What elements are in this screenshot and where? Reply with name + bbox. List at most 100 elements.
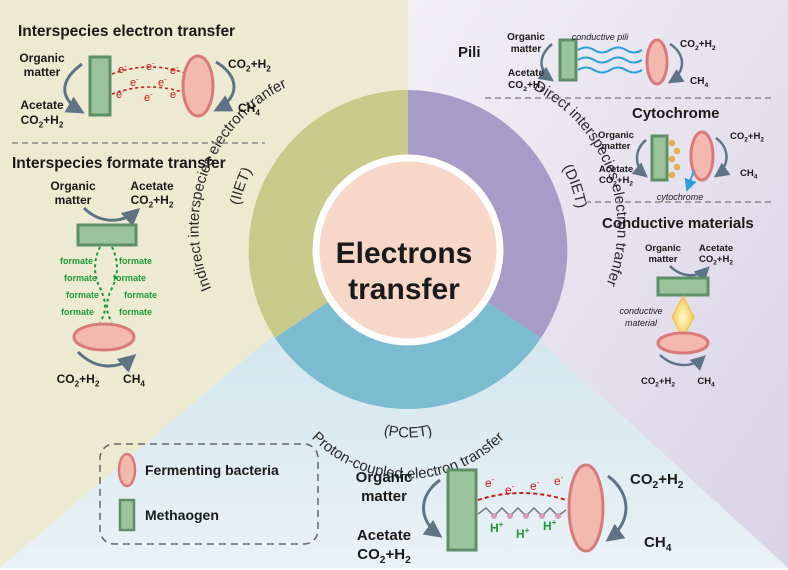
- iet-electron: e-: [116, 87, 125, 101]
- pcet-electron: e-: [554, 473, 564, 488]
- iet-co2h2-right: CO2+H2: [228, 57, 271, 73]
- legend-box: [99, 443, 319, 545]
- iet-arrow-in: [63, 62, 85, 114]
- iet-electron: e-: [118, 62, 127, 76]
- cyto-arrow-in: [631, 139, 648, 178]
- ift-formate: formate: [113, 273, 146, 283]
- cond-arrow-top: [669, 265, 710, 283]
- pcet-proton-node: [555, 513, 561, 519]
- iet-bacteria: [181, 54, 215, 118]
- pcet-proton: H+: [543, 518, 557, 533]
- iet-electron: e-: [146, 59, 155, 73]
- cyto-protein: [673, 163, 681, 171]
- pcet-organic-line2: matter: [361, 488, 407, 505]
- pcet-arrow-in: [422, 478, 443, 538]
- cond-methanogen: [656, 276, 710, 297]
- iet-panel: Interspecies electron transfer Organic m…: [18, 23, 271, 129]
- iet-co2h2-left: CO2+H2: [21, 113, 64, 129]
- center-circle: [312, 154, 504, 346]
- pcet-proton: H+: [490, 520, 504, 535]
- pili-co2h2-right: CO2+H2: [680, 39, 716, 52]
- pcet-proton-node: [523, 513, 529, 519]
- iet-electron: e-: [170, 87, 179, 101]
- cond-ch4: CH4: [697, 376, 715, 389]
- legend-bacteria-swatch: [117, 452, 137, 488]
- pcet-ring-abbr: (PCET): [382, 422, 433, 442]
- pcet-proton-node: [507, 513, 513, 519]
- cyto-co2h2-left: CO2+H2: [599, 175, 633, 188]
- iet-electron: e-: [144, 90, 153, 104]
- pcet-panel: Organic matter Acetate CO2+H2 e- e- e- e…: [356, 463, 684, 566]
- cond-material-line2: material: [625, 318, 658, 328]
- ift-formate: formate: [124, 290, 157, 300]
- iet-organic-line1: Organic: [19, 51, 65, 65]
- cond-material-line1: conductive: [619, 306, 662, 316]
- cyto-methanogen: [650, 134, 669, 182]
- cyto-title: Cytochrome: [632, 105, 720, 122]
- pili-arrow-out: [667, 42, 685, 84]
- cyto-protein: [668, 155, 676, 163]
- ift-methanogen: [76, 223, 138, 247]
- pcet-electron: e-: [530, 478, 540, 493]
- ift-arrow-bottom: [76, 350, 137, 373]
- ift-arrow-top: [82, 206, 141, 227]
- cyto-panel: Cytochrome Organic matter Acetate CO2+H2…: [598, 105, 764, 202]
- cond-co2h2-top: CO2+H2: [699, 254, 733, 267]
- cyto-protein: [668, 171, 676, 179]
- iet-acetate: Acetate: [20, 98, 64, 112]
- pcet-proton: H+: [516, 526, 530, 541]
- legend-methanogen-swatch: [118, 498, 136, 532]
- iet-electron: e-: [130, 75, 139, 89]
- pili-title: Pili: [458, 44, 481, 61]
- legend: Fermenting bacteria Methaogen: [99, 443, 319, 545]
- cond-bacteria: [656, 331, 710, 355]
- iet-electron: e-: [158, 75, 167, 89]
- pcet-co2h2-right: CO2+H2: [630, 471, 684, 491]
- pcet-electron: e-: [505, 482, 515, 497]
- pili-label: conductive pili: [572, 32, 630, 42]
- cyto-bacteria: [689, 130, 715, 182]
- iet-ch4: CH4: [238, 101, 260, 117]
- legend-fermenting-label: Fermenting bacteria: [145, 462, 279, 478]
- center-title-line2: transfer: [348, 273, 460, 306]
- ift-formate: formate: [119, 256, 152, 266]
- cyto-arrow-out: [713, 136, 731, 178]
- pili-methanogen: [558, 38, 578, 82]
- ift-acetate: Acetate: [130, 179, 174, 193]
- iet-title: Interspecies electron transfer: [18, 23, 235, 40]
- iet-organic-line2: matter: [24, 65, 61, 79]
- cyto-organic-line1: Organic: [598, 130, 634, 141]
- cyto-organic-line2: matter: [601, 141, 630, 152]
- cond-organic-line2: matter: [648, 254, 677, 265]
- iet-methanogen: [88, 55, 112, 117]
- pili-arrow-in: [537, 43, 555, 82]
- ift-organic-line1: Organic: [50, 179, 96, 193]
- pcet-arrow-out: [605, 474, 628, 542]
- ift-title: Interspecies formate transfer: [12, 155, 226, 172]
- cyto-co2h2-right: CO2+H2: [730, 131, 764, 144]
- iet-electron: e-: [170, 63, 179, 77]
- ift-organic-line2: matter: [55, 193, 92, 207]
- cyto-acetate: Acetate: [599, 164, 633, 175]
- ift-co2h2-bottom: CO2+H2: [57, 372, 100, 388]
- pili-wire: [577, 46, 643, 54]
- ift-formate: formate: [60, 256, 93, 266]
- pili-ch4: CH4: [690, 76, 708, 89]
- pcet-ch4: CH4: [644, 534, 672, 554]
- pili-organic-line2: matter: [511, 44, 542, 55]
- center-title-line1: Electrons: [336, 237, 473, 270]
- ift-ch4: CH4: [123, 372, 145, 388]
- cond-title: Conductive materials: [602, 215, 754, 232]
- cyto-ch4: CH4: [740, 168, 758, 181]
- pcet-co2h2-left: CO2+H2: [357, 546, 411, 566]
- cyto-protein: [668, 139, 676, 147]
- legend-methanogen-label: Methaogen: [145, 507, 219, 523]
- pcet-acetate: Acetate: [357, 527, 411, 544]
- cond-panel: Conductive materials Organic matter Acet…: [602, 215, 754, 389]
- cond-organic-line1: Organic: [645, 243, 681, 254]
- ift-bacteria: [72, 322, 136, 352]
- iet-electron-path-1: [111, 66, 189, 75]
- pcet-electron: e-: [485, 475, 495, 490]
- pcet-proton-node: [539, 513, 545, 519]
- cyto-arrow-down: [684, 169, 697, 192]
